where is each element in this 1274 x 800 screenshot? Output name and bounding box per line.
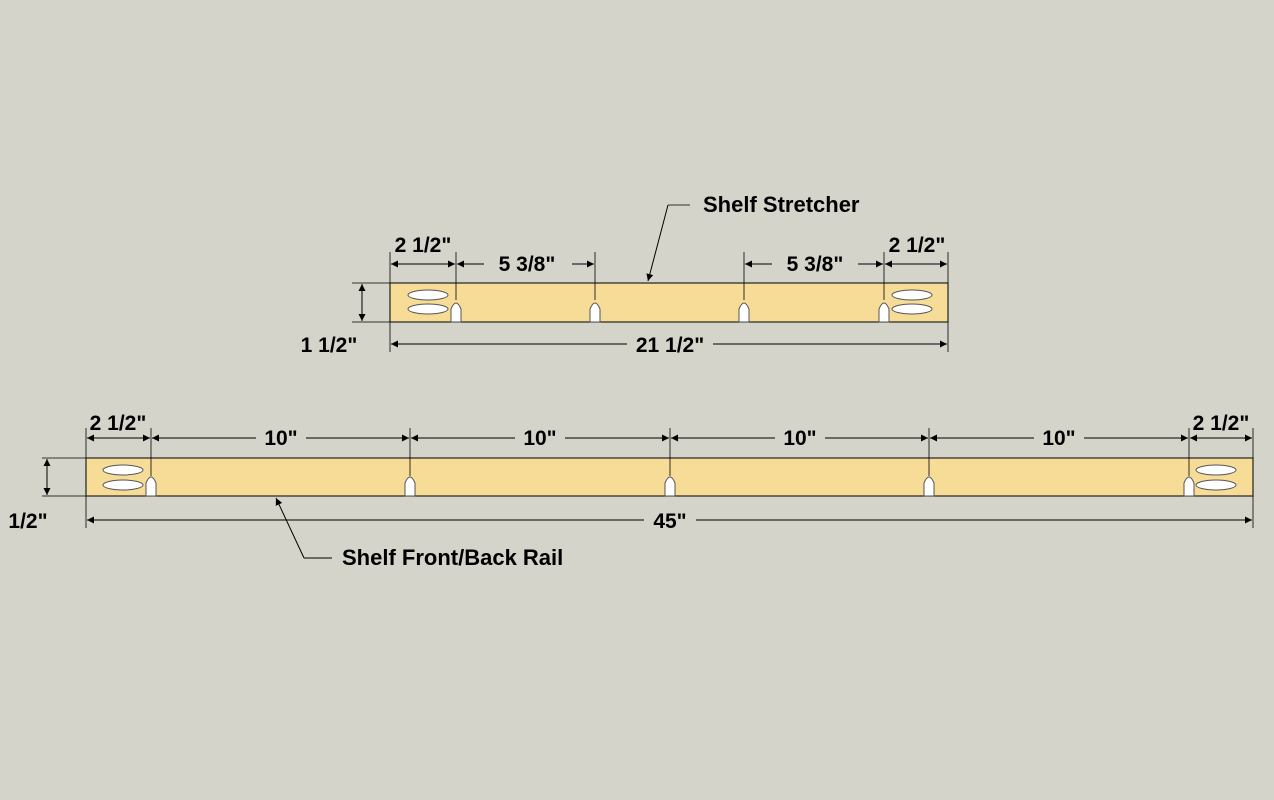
shelf-stretcher: 2 1/2" 5 3/8" 5 3/8" 2 1/2" 21 1/2" 1 1/… bbox=[301, 192, 949, 357]
rail-space-1-dim: 10" bbox=[264, 427, 297, 450]
stretcher-right-end-dim: 2 1/2" bbox=[889, 234, 946, 257]
stretcher-board bbox=[389, 282, 949, 323]
pocket-hole bbox=[102, 464, 144, 476]
rail-space-4-dim: 10" bbox=[1042, 427, 1075, 450]
shelf-front-back-rail: 2 1/2" 10" 10" 10" 10" 2 1/2" 45" 1/2" S… bbox=[8, 412, 1254, 570]
pocket-hole bbox=[1195, 464, 1237, 476]
stretcher-left-end-dim: 2 1/2" bbox=[395, 234, 452, 257]
pocket-hole bbox=[1183, 476, 1195, 497]
stretcher-right-space-dim: 5 3/8" bbox=[787, 253, 844, 276]
rail-space-3-dim: 10" bbox=[783, 427, 816, 450]
rail-length-dim: 45" bbox=[653, 510, 686, 533]
pocket-hole bbox=[891, 303, 933, 315]
rail-left-end-dim: 2 1/2" bbox=[90, 412, 147, 435]
pocket-hole bbox=[450, 302, 462, 323]
pocket-hole bbox=[664, 476, 676, 497]
rail-title: Shelf Front/Back Rail bbox=[342, 545, 563, 570]
rail-space-2-dim: 10" bbox=[523, 427, 556, 450]
pocket-hole bbox=[878, 302, 890, 323]
stretcher-height-dim: 1 1/2" bbox=[301, 334, 358, 357]
stretcher-title: Shelf Stretcher bbox=[703, 192, 860, 217]
pocket-hole bbox=[407, 303, 449, 315]
pocket-hole bbox=[407, 289, 449, 301]
stretcher-left-space-dim: 5 3/8" bbox=[499, 253, 556, 276]
pocket-hole bbox=[102, 479, 144, 491]
pocket-hole bbox=[891, 289, 933, 301]
stretcher-length-dim: 21 1/2" bbox=[636, 334, 704, 357]
pocket-hole bbox=[589, 302, 601, 323]
rail-height-dim: 1/2" bbox=[8, 510, 47, 533]
pocket-hole bbox=[923, 476, 935, 497]
rail-right-end-dim: 2 1/2" bbox=[1193, 412, 1250, 435]
pocket-hole bbox=[145, 476, 157, 497]
pocket-hole bbox=[738, 302, 750, 323]
pocket-hole bbox=[1195, 479, 1237, 491]
pocket-hole bbox=[404, 476, 416, 497]
